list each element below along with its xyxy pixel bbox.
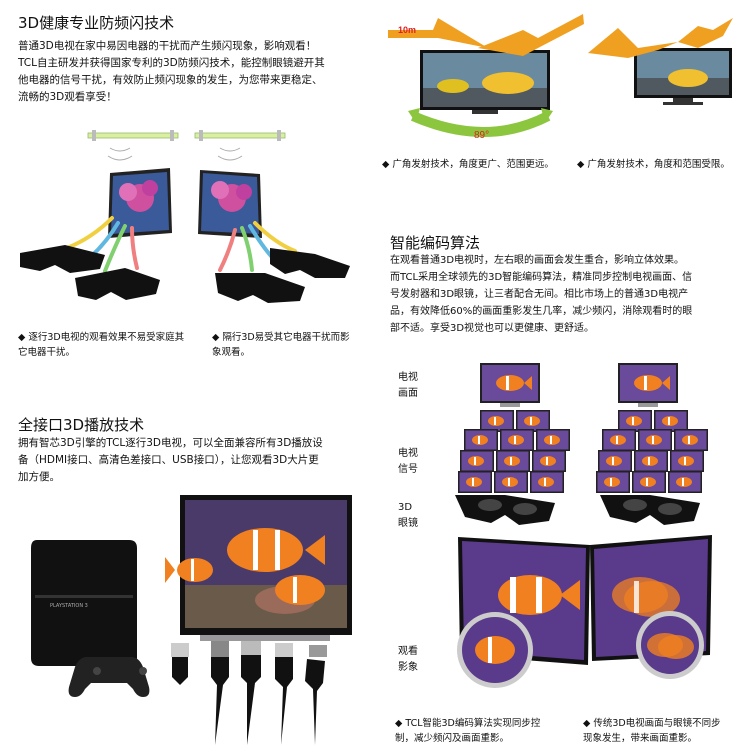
sync-illustration bbox=[440, 355, 745, 710]
flicker-illustration bbox=[0, 128, 370, 328]
section1-body: 普通3D电视在家中易因电器的干扰而产生频闪现象，影响观看！ TCL自主研发并获得… bbox=[18, 38, 325, 106]
angle-label: 89° bbox=[474, 130, 489, 141]
lens-right-icon bbox=[636, 611, 704, 679]
section2-title: 智能编码算法 bbox=[390, 234, 481, 252]
tv-picture-right-icon bbox=[618, 363, 678, 407]
label-line: 3D bbox=[398, 502, 413, 513]
caption-line: ◆ TCL智能3D编码算法实现同步控 bbox=[395, 718, 541, 729]
section2-line-5: 部不适。享受3D视觉也可以更健康、更舒适。 bbox=[390, 323, 595, 334]
section3-line-3: 加方便。 bbox=[18, 471, 60, 483]
label-line: 眼镜 bbox=[398, 518, 418, 529]
section2-body: 在观看普通3D电视时，左右眼的画面会发生重合，影响立体效果。 而TCL采用全球领… bbox=[390, 252, 692, 337]
caption-line: 现象发生，带来画面重影。 bbox=[583, 733, 698, 744]
label-line: 电视 bbox=[398, 372, 418, 383]
section3-line-1: 拥有智芯3D引擎的TCL逐行3D电视，可以全面兼容所有3D播放设 bbox=[18, 437, 323, 449]
caption-line: ◆ 隔行3D易受其它电器干扰而影 bbox=[212, 332, 350, 343]
tv-signal-stack-left-icon bbox=[458, 410, 570, 493]
tv-left-icon bbox=[108, 168, 172, 238]
section2-caption-left: ◆ TCL智能3D编码算法实现同步控 制，减少频闪及画面重影。 bbox=[395, 716, 540, 746]
lamp-right-icon bbox=[194, 130, 286, 141]
tv-right-icon bbox=[198, 170, 262, 238]
narrow-arrow-left-icon bbox=[588, 28, 678, 58]
lens-left-icon bbox=[457, 612, 533, 688]
fish-icon bbox=[165, 528, 325, 605]
tv-wide-angle-icon bbox=[420, 50, 550, 114]
section1-line-1: 普通3D电视在家中易因电器的干扰而产生频闪现象，影响观看！ bbox=[18, 40, 317, 52]
lamp-left-icon bbox=[87, 130, 179, 141]
viewing-tv-right-icon bbox=[590, 535, 712, 661]
section3-title: 全接口3D播放技术 bbox=[18, 416, 145, 434]
caption-line: 象观看。 bbox=[212, 347, 251, 358]
game-controller-icon bbox=[68, 657, 150, 697]
tv-signal-stack-right-icon bbox=[596, 410, 708, 493]
caption-line: ◆ 传统3D电视画面与眼镜不同步 bbox=[583, 718, 721, 729]
distance-label: 10m bbox=[398, 25, 416, 35]
section2-line-4: 品，有效降低60%的画面重影发生几率，减少频闪，消除观看时的眼 bbox=[390, 306, 693, 317]
narrow-arrow-right-icon bbox=[678, 18, 733, 48]
glasses-right-1-icon bbox=[270, 248, 350, 278]
section1-caption-right: ◆ 隔行3D易受其它电器干扰而影 象观看。 bbox=[212, 330, 350, 360]
big-tv-icon bbox=[180, 495, 352, 641]
glasses-right-2-icon bbox=[215, 273, 305, 303]
angle-caption-left: ◆ 广角发射技术，角度更广、范围更远。 bbox=[382, 159, 554, 170]
cables-icon bbox=[171, 641, 327, 745]
console-label: PLAYSTATION 3 bbox=[50, 603, 88, 609]
section1-line-3: 他电器的信号干扰，有效防止频闪现象的发生，为您带来更稳定、 bbox=[18, 74, 323, 86]
row-label-viewing-image: 观看 影象 bbox=[398, 644, 418, 676]
angle-caption-right: ◆ 广角发射技术，角度和范围受限。 bbox=[577, 159, 730, 170]
tv-picture-left-icon bbox=[480, 363, 540, 407]
label-line: 观看 bbox=[398, 646, 418, 657]
glasses-left-2-icon bbox=[75, 268, 160, 300]
row-label-3d-glasses: 3D 眼镜 bbox=[398, 500, 418, 532]
label-line: 影象 bbox=[398, 662, 418, 673]
arrow-left-icon bbox=[388, 18, 488, 48]
section3-body: 拥有智芯3D引擎的TCL逐行3D电视，可以全面兼容所有3D播放设 备（HDMI接… bbox=[18, 435, 323, 486]
arrow-right-icon bbox=[478, 14, 584, 56]
sync-glasses-right-icon bbox=[600, 495, 700, 525]
section2-line-1: 在观看普通3D电视时，左右眼的画面会发生重合，影响立体效果。 bbox=[390, 255, 685, 266]
glasses-left-1-icon bbox=[20, 245, 105, 273]
section1-line-4: 流畅的3D观看享受！ bbox=[18, 91, 117, 103]
caption-line: 它电器干扰。 bbox=[18, 347, 76, 358]
angle-arc-icon bbox=[410, 111, 551, 137]
section1-caption-left: ◆ 逐行3D电视的观看效果不易受家庭其 它电器干扰。 bbox=[18, 330, 184, 360]
tv-narrow-angle-icon bbox=[634, 48, 732, 105]
section1-line-2: TCL自主研发并获得国家专利的3D防频闪技术，能控制眼镜避开其 bbox=[18, 57, 325, 69]
section3-line-2: 备（HDMI接口、高清色差接口、USB接口），让您观看3D大片更 bbox=[18, 454, 319, 466]
label-line: 画面 bbox=[398, 388, 418, 399]
label-line: 信号 bbox=[398, 464, 418, 475]
wide-angle-illustration: 10m 89° bbox=[378, 8, 748, 148]
sync-glasses-left-icon bbox=[455, 495, 555, 525]
section2-line-3: 号发射器和3D眼镜，让三者配合无间。相比市场上的普通3D电视产 bbox=[390, 289, 689, 300]
section1-title: 3D健康专业防频闪技术 bbox=[18, 14, 175, 32]
playback-illustration: PLAYSTATION 3 bbox=[25, 495, 365, 750]
row-label-tv-signal: 电视 信号 bbox=[398, 446, 418, 478]
caption-line: ◆ 逐行3D电视的观看效果不易受家庭其 bbox=[18, 332, 185, 343]
section2-line-2: 而TCL采用全球领先的3D智能编码算法，精准同步控制电视画面、信 bbox=[390, 272, 693, 283]
game-console-icon: PLAYSTATION 3 bbox=[31, 540, 137, 666]
row-label-tv-picture: 电视 画面 bbox=[398, 370, 418, 402]
caption-line: 制，减少频闪及画面重影。 bbox=[395, 733, 510, 744]
section2-caption-right: ◆ 传统3D电视画面与眼镜不同步 现象发生，带来画面重影。 bbox=[583, 716, 721, 746]
label-line: 电视 bbox=[398, 448, 418, 459]
